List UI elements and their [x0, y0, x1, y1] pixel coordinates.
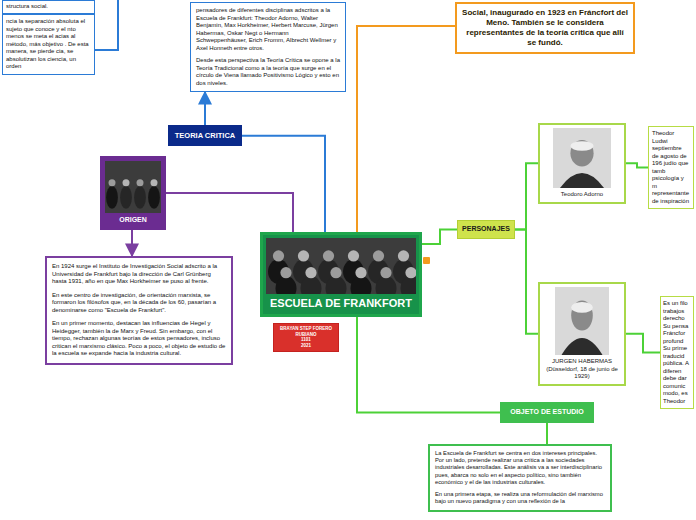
- note-box: La Escuela de Frankfurt se centra en dos…: [428, 444, 612, 512]
- note-text: Social, inaugurado en 1923 en Fráncfort …: [462, 8, 628, 48]
- node-label: ORIGEN: [104, 216, 162, 225]
- node-label: JURGEN HABERMAS (Düsseldorf, 18 de junio…: [542, 358, 622, 381]
- photo-illustration: [555, 287, 609, 355]
- node-label: 1101: [276, 337, 336, 343]
- photo-box: JURGEN HABERMAS (Düsseldorf, 18 de junio…: [538, 282, 626, 386]
- topic-box: TEORIA CRITICA: [168, 125, 242, 146]
- connector: [515, 163, 538, 229]
- node-label: 2021: [276, 343, 336, 349]
- connector: [422, 229, 457, 244]
- connector: [166, 193, 293, 232]
- photo-box: Teodoro Adorno: [538, 123, 626, 204]
- note-text: En este centro de investigación, de orie…: [52, 292, 226, 315]
- node-label: OBJETO DE ESTUDIO: [503, 408, 591, 417]
- topic-box: OBJETO DE ESTUDIO: [500, 402, 594, 423]
- author-tag: BRAYAN STEP FORERO RUBIANO11012021: [273, 323, 339, 352]
- note-box: ncia la separación absoluta el sujeto qu…: [2, 14, 95, 75]
- note-text: ncia la separación absoluta el sujeto qu…: [6, 18, 91, 71]
- photo-illustration: [553, 128, 611, 188]
- note-box: En 1924 surge el Instituto de Investigac…: [45, 256, 233, 365]
- note-box: pensadores de diferentes disciplinas ads…: [190, 2, 346, 92]
- photo-illustration: [105, 161, 161, 213]
- connector: [515, 229, 538, 333]
- connector: [242, 136, 325, 232]
- note-box: structura social.: [2, 0, 95, 14]
- note-box: Es un filo trabajos derecho Su pensa Frá…: [660, 296, 694, 409]
- note-box: Social, inaugurado en 1923 en Fráncfort …: [455, 2, 635, 54]
- node-label: TEORIA CRITICA: [171, 131, 239, 140]
- note-text: La Escuela de Frankfurt se centra en dos…: [435, 450, 605, 486]
- node-label: BRAYAN STEP FORERO RUBIANO: [276, 326, 336, 337]
- node-label: Teodoro Adorno: [542, 191, 622, 199]
- connector: [626, 163, 648, 167]
- note-text: Es un filo trabajos derecho Su pensa Frá…: [663, 300, 691, 405]
- connector: [357, 26, 455, 232]
- note-text: En un primer momento, destacan las influ…: [52, 320, 226, 358]
- node-label: ESCUELA DE FRANKFORT: [265, 297, 417, 311]
- connector: [546, 423, 548, 444]
- topic-box: PERSONAJES: [457, 220, 515, 239]
- note-text: pensadores de diferentes disciplinas ads…: [196, 7, 340, 52]
- central-topic: ESCUELA DE FRANKFORT: [260, 232, 422, 317]
- note-text: Desde esta perspectiva la Teoría Crítica…: [196, 57, 340, 87]
- branch-line: [95, 0, 118, 50]
- node-label: PERSONAJES: [459, 225, 513, 234]
- connector: [626, 334, 660, 353]
- connector: [204, 92, 206, 125]
- note-icon: [423, 257, 430, 264]
- topic-box: ORIGEN: [100, 156, 166, 230]
- note-text: structura social.: [6, 3, 91, 11]
- connector: [131, 230, 133, 256]
- note-text: Theodor Ludwi septiembre de agosto de 19…: [652, 130, 690, 205]
- note-box: Theodor Ludwi septiembre de agosto de 19…: [648, 126, 694, 209]
- note-text: En 1924 surge el Instituto de Investigac…: [52, 263, 226, 286]
- note-text: En una primera etapa, se realiza una ref…: [435, 491, 605, 505]
- photo-illustration: [266, 238, 416, 294]
- connector: [357, 317, 500, 413]
